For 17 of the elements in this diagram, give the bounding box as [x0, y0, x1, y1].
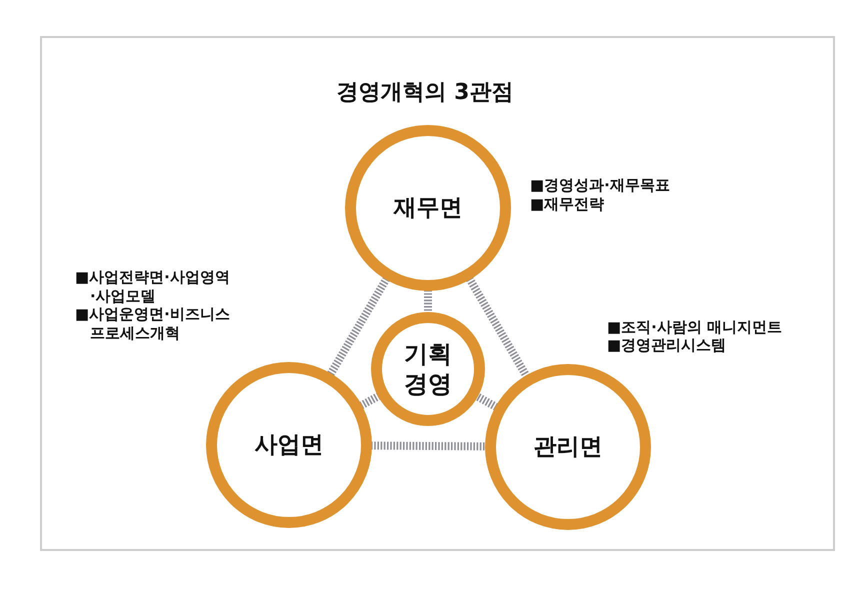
note-text: ■경영관리시스템: [607, 336, 728, 355]
note-text: ■조직·사람의 매니지먼트: [607, 318, 784, 337]
connector: [359, 392, 381, 410]
note-text: ■사업전략면·사업영역 ·사업모델: [75, 268, 231, 306]
node-label: 재무면: [394, 194, 462, 222]
connector: [466, 276, 530, 378]
connector: [424, 290, 432, 313]
connector: [474, 392, 498, 411]
connector: [370, 442, 486, 450]
node-label: 사업면: [254, 430, 324, 460]
node-label: 기획 경영: [403, 339, 453, 399]
node-label: 관리면: [534, 432, 602, 462]
note-text: ■사업운영면·비즈니스 프로세스개혁: [75, 305, 231, 343]
note-text: ■재무전략: [530, 195, 606, 214]
diagram-title: 경영개혁의 3관점: [336, 79, 514, 107]
connector: [327, 276, 390, 376]
note-text: ■경영성과·재무목표: [530, 176, 671, 195]
